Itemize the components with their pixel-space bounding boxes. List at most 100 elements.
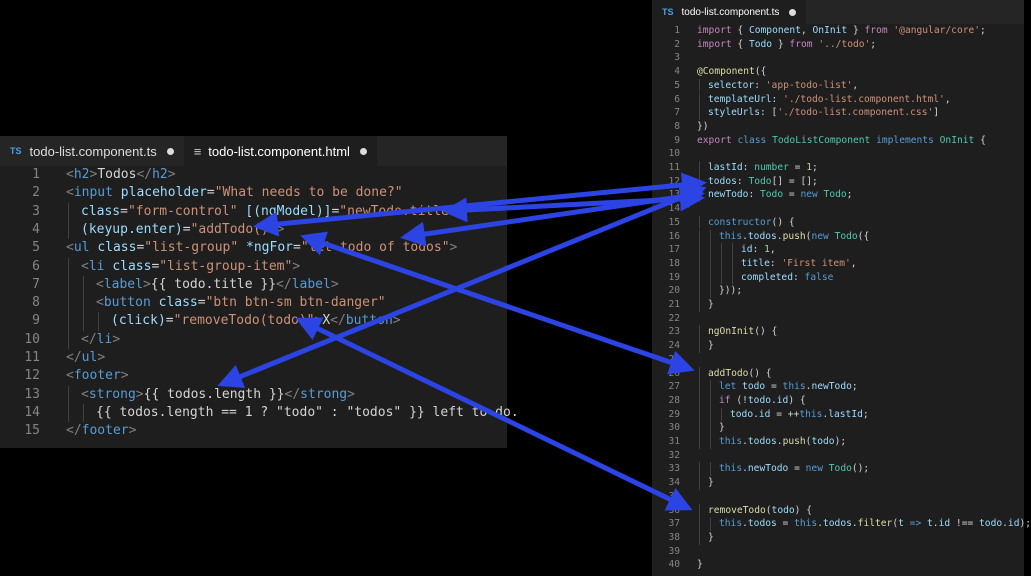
indent-guide <box>732 243 733 257</box>
indent-guide <box>83 275 84 295</box>
indent-guide <box>699 92 700 107</box>
line-number: 9 <box>674 134 680 146</box>
indent-guide <box>699 517 700 531</box>
code-text: todos: Todo[] = []; <box>708 175 818 187</box>
code-text: <footer> <box>66 368 129 384</box>
code-text: </footer> <box>66 423 137 439</box>
indent-guide <box>68 294 69 313</box>
html-file-icon: ≡ <box>193 143 202 159</box>
line-number: 1 <box>32 167 40 182</box>
line-number: 40 <box>668 559 680 571</box>
indent-guide <box>68 403 69 423</box>
code-text: if (!todo.id) { <box>719 394 806 406</box>
line-number: 5 <box>32 240 40 256</box>
line-number: 2 <box>32 185 40 201</box>
line-number: 6 <box>32 258 40 274</box>
indent-guide <box>721 407 722 422</box>
code-text: newTodo: Todo = new Todo; <box>708 189 853 201</box>
code-text: removeTodo(todo) { <box>708 504 812 516</box>
code-text: selector: 'app-todo-list', <box>708 79 859 91</box>
line-number: 3 <box>32 203 40 219</box>
code-text: this.todos.push(new Todo({ <box>719 230 870 242</box>
indent-guide <box>699 476 700 490</box>
code-line: 1 <h2>Todos</h2> <box>0 166 507 184</box>
code-text: this.todos = this.todos.filter(t => t.id… <box>719 518 1031 530</box>
indent-guide <box>710 517 711 531</box>
indent-guide <box>710 229 711 244</box>
indent-guide <box>710 421 711 435</box>
indent-guide <box>68 330 69 349</box>
unsaved-dot-icon[interactable] <box>359 147 367 155</box>
line-number: 4 <box>32 221 40 237</box>
indent-guide <box>710 393 711 408</box>
indent-guide <box>699 106 700 120</box>
line-number: 3 <box>674 52 680 64</box>
unsaved-dot-icon[interactable] <box>789 8 797 16</box>
code-text: import { Component, OnInit } from '@angu… <box>697 25 986 36</box>
code-line: 4@Component({ <box>652 65 1024 79</box>
line-number: 8 <box>32 295 40 311</box>
typescript-file-icon: TS <box>10 146 22 156</box>
indent-guide <box>699 435 700 449</box>
code-line: 39 <box>652 545 1024 559</box>
indent-guide <box>68 257 69 276</box>
right-code-editor[interactable]: 1 import { Component, OnInit } from '@ang… <box>652 24 1031 576</box>
indent-guide <box>699 161 700 175</box>
code-text: <h2>Todos</h2> <box>66 167 176 182</box>
line-number: 6 <box>674 93 680 105</box>
left-tab-label: todo-list.component.ts <box>29 143 157 159</box>
code-text: addTodo() { <box>708 367 772 379</box>
line-number: 11 <box>24 350 40 365</box>
code-text: title: 'First item', <box>741 257 857 269</box>
indent-guide <box>710 256 711 271</box>
line-number: 8 <box>674 120 680 132</box>
indent-guide <box>699 462 700 477</box>
code-text: lastId: number = 1; <box>708 162 818 173</box>
indent-guide <box>732 270 733 285</box>
code-text: } <box>708 477 714 489</box>
code-text: todo.id = ++this.lastId; <box>730 408 869 420</box>
code-line: 12<footer> <box>0 367 507 385</box>
code-text: styleUrls: ['./todo-list.component.css'] <box>708 107 940 119</box>
indent-guide <box>710 243 711 257</box>
unsaved-dot-icon[interactable] <box>166 147 174 155</box>
indent-guide <box>721 270 722 285</box>
line-number: 2 <box>674 38 680 50</box>
line-number: 5 <box>674 79 680 91</box>
indent-guide <box>732 256 733 271</box>
code-text: id: 1, <box>741 244 776 256</box>
indent-guide <box>699 421 700 435</box>
code-text: }) <box>697 120 709 132</box>
left-tab-label: todo-list.component.html <box>208 143 350 159</box>
indent-guide <box>710 284 711 298</box>
indent-guide <box>699 503 700 518</box>
line-number: 13 <box>24 386 40 402</box>
line-number: 39 <box>668 545 680 557</box>
code-line: 11</ul> <box>0 349 507 367</box>
indent-guide <box>98 312 99 331</box>
code-text: let todo = this.newTodo; <box>719 381 858 393</box>
code-line: 3 <box>652 51 1024 65</box>
indent-guide <box>721 243 722 257</box>
indent-guide <box>83 312 84 331</box>
code-text: } <box>697 559 703 571</box>
indent-guide <box>710 270 711 285</box>
line-number: 1 <box>674 25 680 36</box>
indent-guide <box>68 275 69 295</box>
code-text: } <box>708 531 714 543</box>
connection-arrow-3 <box>217 184 707 389</box>
left-tab-1[interactable]: ≡ todo-list.component.html <box>183 136 377 166</box>
code-text: })); <box>719 285 743 297</box>
indent-guide <box>721 256 722 271</box>
left-tab-0[interactable]: TS todo-list.component.ts <box>0 136 184 166</box>
code-line: 5 selector: 'app-todo-list', <box>652 78 1024 93</box>
indent-guide <box>699 407 700 422</box>
code-text: export class TodoListComponent implement… <box>697 134 986 146</box>
indent-guide <box>699 530 700 545</box>
code-line: 8}) <box>652 120 1024 134</box>
